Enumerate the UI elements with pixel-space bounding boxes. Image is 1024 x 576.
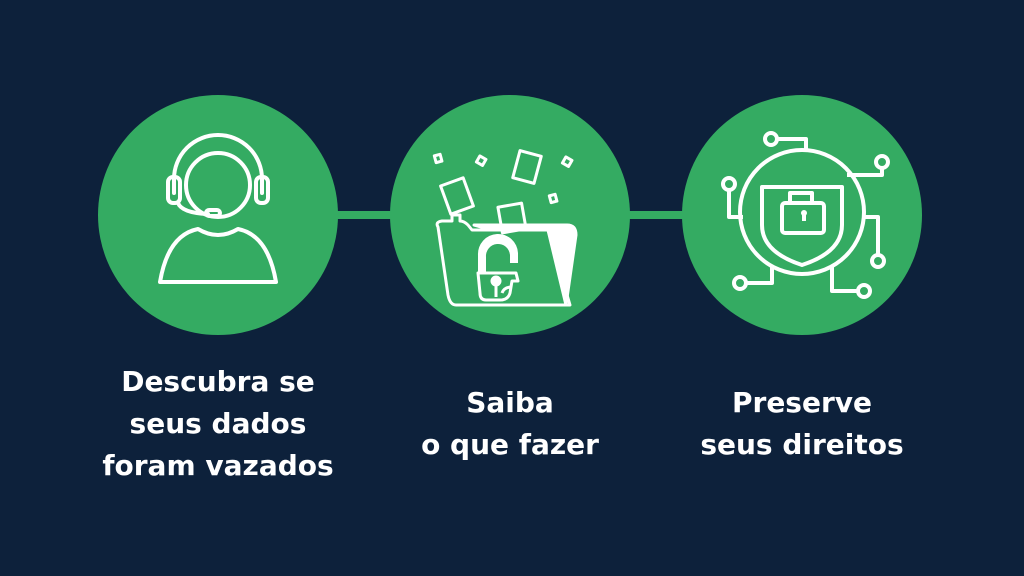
step-2-line-1: Saiba bbox=[466, 386, 554, 419]
step-2-line-2: o que fazer bbox=[421, 428, 599, 461]
step-3-line-2: seus direitos bbox=[700, 428, 904, 461]
headset-support-icon bbox=[158, 133, 278, 284]
step-2-circle bbox=[390, 95, 630, 335]
shield-lock-circuit-icon bbox=[721, 131, 890, 299]
step-1-line-1: Descubra se bbox=[121, 365, 315, 398]
step-1-circle bbox=[98, 95, 338, 335]
step-3-line-1: Preserve bbox=[731, 386, 873, 419]
step-3-label: Preserve seus direitos bbox=[652, 382, 952, 466]
step-1-line-2: seus dados bbox=[129, 407, 307, 440]
folder-unlocked-icon bbox=[432, 149, 578, 307]
step-1-line-3: foram vazados bbox=[102, 449, 334, 482]
step-1-label: Descubra se seus dados foram vazados bbox=[68, 361, 368, 487]
step-2-label: Saiba o que fazer bbox=[360, 382, 660, 466]
step-3-circle bbox=[682, 95, 922, 335]
